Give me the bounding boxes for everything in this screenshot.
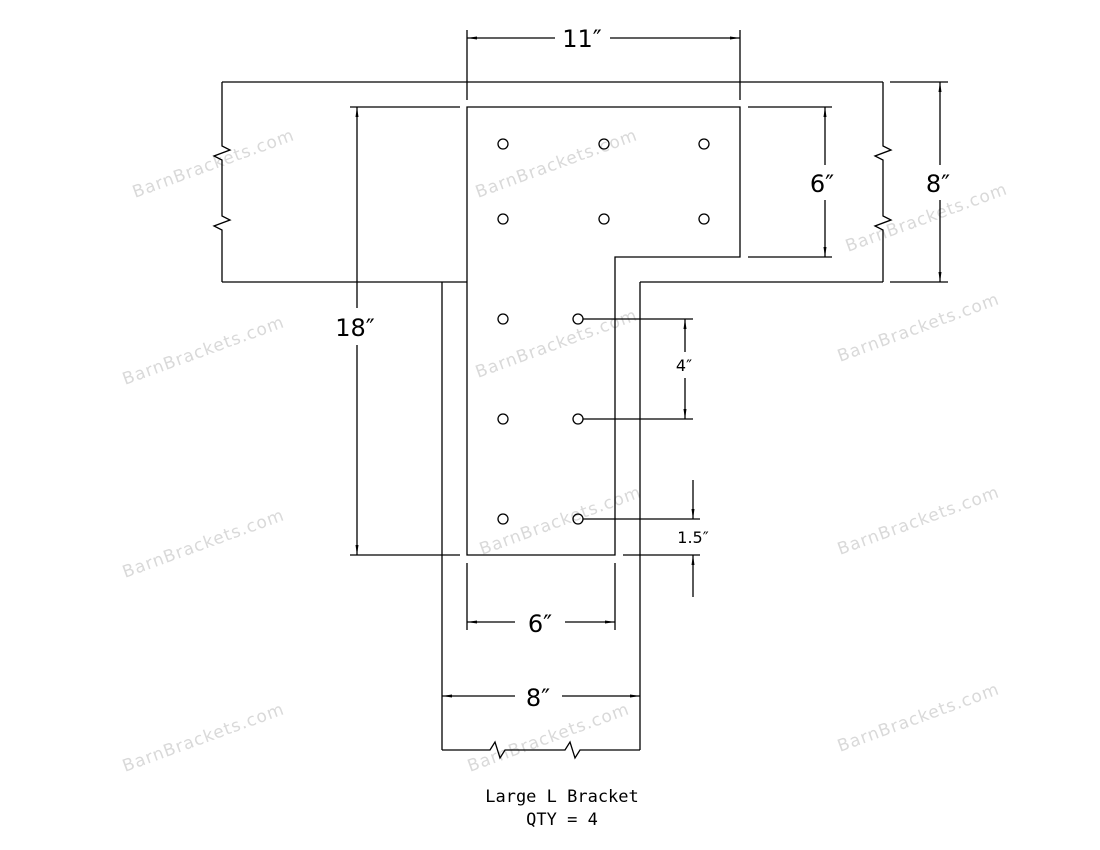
watermark: BarnBrackets.com xyxy=(477,482,644,559)
watermarks: BarnBrackets.com BarnBrackets.com BarnBr… xyxy=(120,125,1010,776)
dim-label: 4″ xyxy=(676,356,692,375)
watermark: BarnBrackets.com xyxy=(120,505,287,582)
watermark: BarnBrackets.com xyxy=(473,125,640,202)
dim-label: 11″ xyxy=(562,25,602,53)
watermark: BarnBrackets.com xyxy=(835,289,1002,366)
dim-label: 1.5″ xyxy=(677,528,708,547)
dim-label: 6″ xyxy=(528,610,552,638)
break-mark-left xyxy=(212,82,232,282)
beam xyxy=(212,81,893,283)
dim-beam-height: 8″ xyxy=(890,81,950,283)
watermark: BarnBrackets.com xyxy=(120,312,287,389)
dim-label: 18″ xyxy=(335,314,375,342)
dim-post-width: 8″ xyxy=(442,684,640,712)
dim-label: 8″ xyxy=(926,170,950,198)
dim-label: 8″ xyxy=(526,684,550,712)
watermark: BarnBrackets.com xyxy=(130,125,297,202)
break-mark-right xyxy=(873,82,893,282)
dim-top-height: 6″ xyxy=(748,106,834,258)
dim-edge-offset: 1.5″ xyxy=(583,480,709,597)
watermark: BarnBrackets.com xyxy=(835,679,1002,756)
break-mark-bottom xyxy=(442,740,640,760)
dim-leg-width: 6″ xyxy=(466,563,616,638)
quantity-label: QTY = 4 xyxy=(526,810,598,830)
dim-total-height: 18″ xyxy=(335,106,460,556)
dim-top-width: 11″ xyxy=(466,25,741,100)
dim-label: 6″ xyxy=(810,170,834,198)
watermark: BarnBrackets.com xyxy=(120,699,287,776)
dim-hole-spacing: 4″ xyxy=(583,318,693,420)
watermark: BarnBrackets.com xyxy=(835,482,1002,559)
l-bracket-plate xyxy=(466,106,741,556)
drawing-title: Large L Bracket xyxy=(485,787,639,807)
post xyxy=(441,282,641,760)
